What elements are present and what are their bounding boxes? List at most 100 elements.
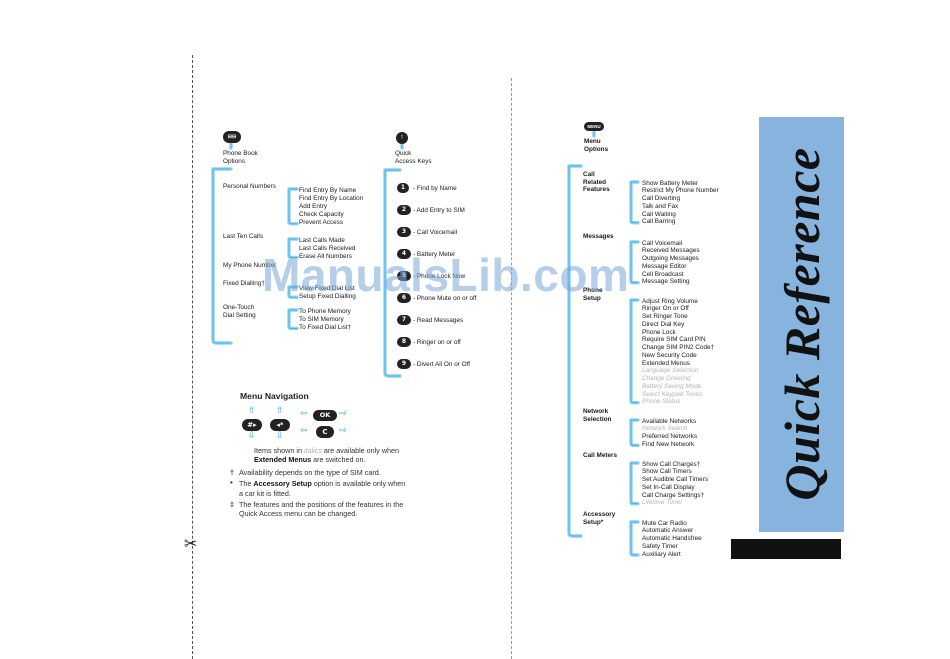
note-text: Accessory Setup xyxy=(253,479,312,489)
phone-book-bracket-core xyxy=(288,238,298,258)
up-arrow-icon: ⇧ xyxy=(248,406,256,416)
note-text: option is available only when a car kit … xyxy=(239,479,406,498)
phone-book-item: Prevent Access xyxy=(299,219,344,227)
quick-access-item: - Add Entry to SIM xyxy=(413,207,465,214)
menu-item: Call Diverting xyxy=(642,195,681,202)
phone-book-item: Find Entry By Name xyxy=(299,186,357,194)
number-key-7: 7 xyxy=(397,315,411,325)
navigation-note: Items shown in italics are available onl… xyxy=(230,446,410,465)
menu-item: Ringer On or Off xyxy=(642,305,689,313)
menu-bracket xyxy=(629,461,640,506)
phone-book-item: Erase All Numbers xyxy=(299,252,352,260)
menu-item: Adjust Ring Volume xyxy=(642,297,698,305)
phone-book-item: Setup Fixed Dialling xyxy=(299,292,356,300)
phone-book-item: Last Calls Made xyxy=(299,236,345,244)
menu-item: Cell Broadcast xyxy=(642,270,684,278)
menu-bracket xyxy=(629,520,640,557)
menu-bracket-core xyxy=(630,181,639,224)
menu-section: Network Selection xyxy=(583,408,612,423)
phone-book-icon: ⊟⊟ xyxy=(223,131,241,143)
menu-item: Available Networks xyxy=(642,417,697,425)
quick-access-item: - Battery Meter xyxy=(413,251,456,258)
menu-spine-core xyxy=(568,165,582,537)
phone-book-section: Personal Numbers xyxy=(223,183,276,190)
quick-access-item: - Divert All On or Off xyxy=(413,361,471,368)
menu-item: Require SIM Card PIN xyxy=(642,336,706,344)
menu-item-extended: Network Search xyxy=(642,425,688,433)
navigation-note: †Availability depends on the type of SIM… xyxy=(230,468,410,477)
phone-book-section: One-Touch Dial Setting xyxy=(223,304,256,319)
menu-bracket xyxy=(629,418,640,447)
menu-bracket xyxy=(629,298,640,405)
menu-spine xyxy=(567,164,583,538)
menu-item: Received Messages xyxy=(642,247,700,255)
phone-book-item: Check Capacity xyxy=(299,211,344,219)
star-key: ◂* xyxy=(270,419,290,431)
quick-access-item: - Phone Mute on or off xyxy=(413,295,477,302)
note-text: are switched on. xyxy=(311,455,366,465)
menu-bracket-core xyxy=(630,241,639,284)
phone-book-item: Add Entry xyxy=(299,202,328,210)
menu-item-extended: Lifetime Timer xyxy=(642,499,683,507)
menu-item: Show Call Charges† xyxy=(642,460,701,468)
scissors-icon: ✂ xyxy=(184,534,198,553)
menu-bracket-core xyxy=(630,419,639,446)
menu-item: Outgoing Messages xyxy=(642,255,699,262)
down-arrow-icon: ⇩ xyxy=(248,431,256,441)
ok-key: OK xyxy=(313,410,337,421)
quick-access-icon: ↑ xyxy=(396,132,408,144)
menu-item: Set Audible Call Timers xyxy=(642,476,709,483)
quick-access-item: - Find by Name xyxy=(413,185,457,192)
phone-book-section: Fixed Dialling† xyxy=(223,280,265,287)
watermark: ManualsLib.com xyxy=(262,249,630,301)
menu-item: Call Charge Settings† xyxy=(642,491,705,499)
quick-access-item: - Phone Lock Now xyxy=(413,273,466,280)
note-mark: † xyxy=(230,467,234,477)
cut-line xyxy=(192,55,193,659)
phone-book-item: To Phone Memory xyxy=(299,307,351,315)
menu-section: Messages xyxy=(583,233,614,240)
note-mark: * xyxy=(230,479,233,489)
left-arrow-icon: ⇦ xyxy=(300,426,308,436)
note-mark: ‡ xyxy=(230,500,234,510)
menu-item: Show Call Timers xyxy=(642,468,692,476)
menu-item-extended: Phone Status xyxy=(642,398,681,406)
c-key: C xyxy=(316,426,334,438)
menu-item: Talk and Fax xyxy=(642,202,679,210)
menu-item: Call Waiting xyxy=(642,210,676,218)
black-tab xyxy=(731,539,841,559)
menu-item-extended: Select Keypad Tones xyxy=(642,390,703,398)
quick-access-item: - Call Voicemail xyxy=(413,229,458,236)
phone-book-spine-core xyxy=(212,168,232,344)
phone-book-heading: Phone Book Options xyxy=(223,150,258,165)
menu-item: Set In-Call Display xyxy=(642,483,695,491)
menu-navigation-title: Menu Navigation xyxy=(240,391,309,401)
menu-item: Set Ringer Tone xyxy=(642,313,688,320)
menu-item: Find New Network xyxy=(642,440,695,448)
menu-options-heading: Menu Options xyxy=(584,138,609,153)
menu-item: Extended Menus xyxy=(642,359,690,367)
note-text: The features and the positions of the fe… xyxy=(239,500,404,519)
menu-item: Phone Lock xyxy=(642,328,676,336)
note-text: The xyxy=(239,479,254,489)
number-key-4: 4 xyxy=(397,249,411,259)
menu-item: Auxiliary Alert xyxy=(642,550,681,558)
number-key-5: 5 xyxy=(397,271,411,281)
menu-item-extended: Battery Saving Mode xyxy=(642,382,702,390)
left-arrow-icon: ⇦ xyxy=(300,409,308,419)
number-key-6: 6 xyxy=(397,293,411,303)
phone-book-section: My Phone Number xyxy=(223,262,277,269)
phone-book-item: View Fixed Dial List xyxy=(299,284,355,292)
menu-key-icon: MENU xyxy=(584,122,604,131)
phone-book-bracket-core xyxy=(288,286,298,298)
menu-bracket-core xyxy=(630,462,639,505)
menu-item-extended: Language Selection xyxy=(642,367,699,375)
down-arrow-icon: ⇩ xyxy=(276,431,284,441)
right-arrow-icon: ⇨ xyxy=(339,409,347,419)
menu-item: New Security Code xyxy=(642,351,697,359)
menu-item: Change SIM PIN2 Code† xyxy=(642,344,715,351)
